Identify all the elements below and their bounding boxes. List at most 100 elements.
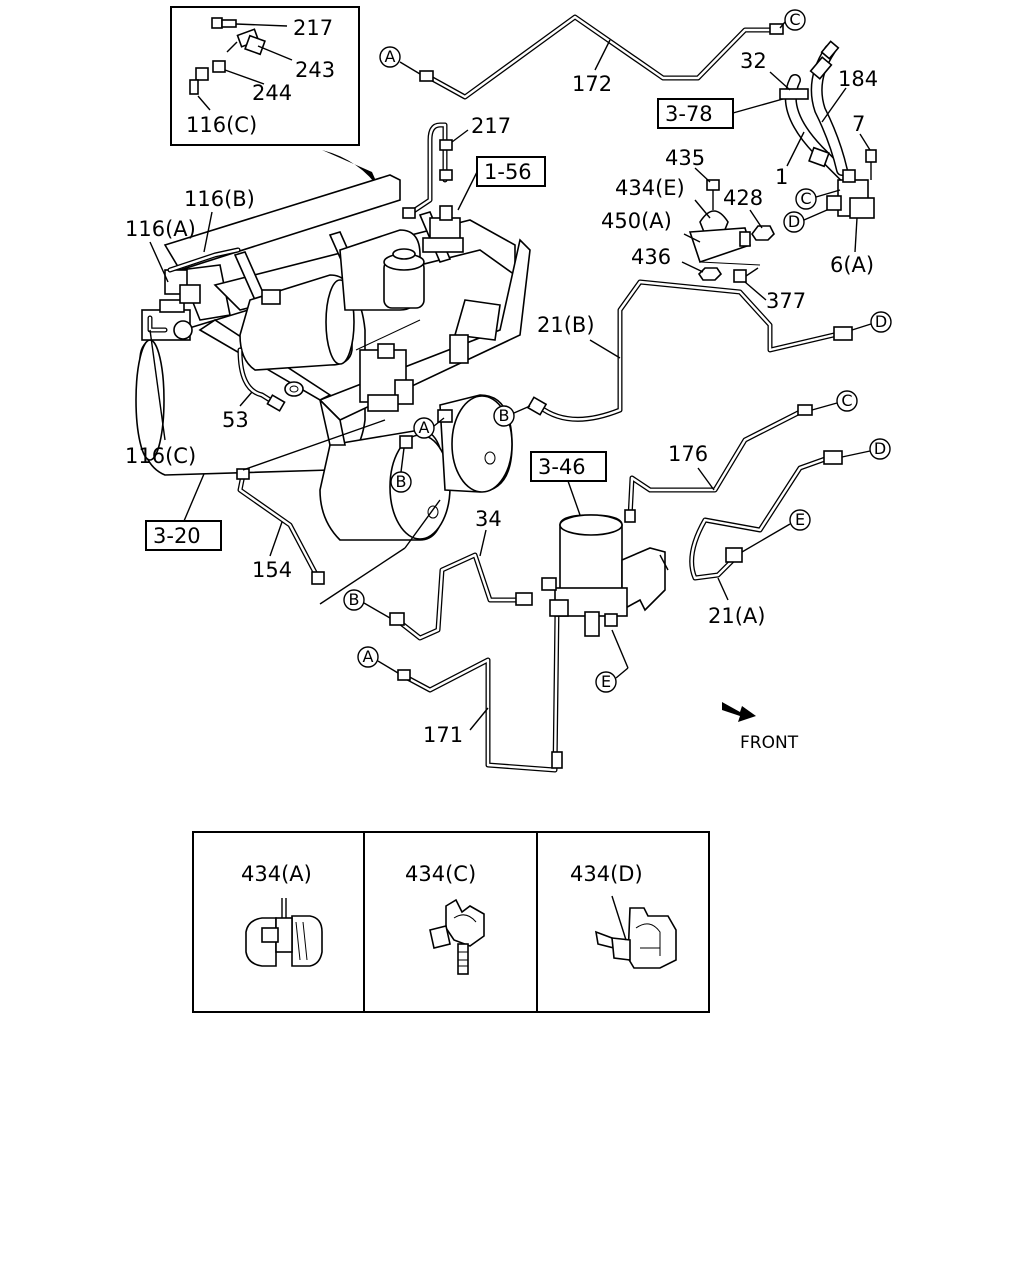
connector-d-valve: D — [783, 209, 828, 233]
label-116a: 116(A) — [125, 217, 196, 241]
elbow-243-icon — [226, 28, 293, 61]
bolt-7-icon — [865, 149, 877, 163]
pipe-34 — [389, 552, 533, 641]
pipe-21a — [689, 450, 843, 581]
nut-244-icon — [212, 60, 265, 85]
dryer-bracket — [621, 547, 666, 612]
front-indicator: FRONT — [722, 702, 799, 753]
svg-text:A: A — [419, 418, 430, 437]
valve-6a — [826, 149, 877, 219]
bolt-377-icon — [733, 269, 747, 283]
nut-428-icon — [751, 225, 775, 241]
clip-434c-cell: 434(C) — [405, 862, 485, 975]
clip-434c-label: 434(C) — [405, 862, 476, 886]
clip-434a-label: 434(A) — [241, 862, 312, 886]
grommet — [284, 381, 304, 397]
svg-text:A: A — [385, 47, 396, 66]
connector-c-valve: C — [795, 188, 841, 210]
svg-text:C: C — [841, 391, 852, 410]
label-7: 7 — [852, 112, 865, 136]
inset-label-244: 244 — [252, 81, 292, 105]
label-428: 428 — [723, 186, 763, 210]
label-34: 34 — [475, 507, 502, 531]
label-450a: 450(A) — [601, 209, 672, 233]
clip-434a-icon — [245, 898, 323, 967]
svg-text:3-46: 3-46 — [538, 455, 586, 479]
ref-box-3-20: 3-20 — [145, 447, 222, 551]
bracket-cluster — [688, 179, 775, 283]
svg-text:D: D — [875, 312, 887, 331]
label-184: 184 — [838, 67, 878, 91]
connector-c-top: C — [779, 9, 806, 31]
label-176: 176 — [668, 442, 708, 466]
label-21a: 21(A) — [708, 604, 765, 628]
label-53: 53 — [222, 408, 249, 432]
inset-label-116c: 116(C) — [186, 113, 257, 137]
hose-assembly-1-184 — [779, 40, 854, 186]
ref-box-1-56: 1-56 — [457, 156, 546, 211]
pipe-154 — [236, 468, 325, 585]
label-435: 435 — [665, 146, 705, 170]
svg-text:1-56: 1-56 — [484, 160, 532, 184]
frame-post-right — [318, 397, 346, 446]
clip-434c-icon — [429, 898, 485, 975]
inset-label-217: 217 — [293, 16, 333, 40]
front-arrow-icon — [722, 702, 756, 722]
label-434e: 434(E) — [615, 176, 685, 200]
front-label: FRONT — [740, 733, 799, 753]
svg-text:B: B — [349, 590, 360, 609]
bolt-217-icon — [211, 17, 288, 29]
svg-text:A: A — [363, 647, 374, 666]
svg-text:B: B — [396, 472, 407, 491]
pipe-176 — [624, 404, 813, 523]
svg-text:D: D — [788, 212, 800, 231]
connector-c-176: C — [811, 390, 858, 412]
connector-e-dryer: E — [595, 629, 629, 693]
connector-d-21a: D — [841, 438, 891, 460]
label-172: 172 — [572, 72, 612, 96]
svg-text:3-78: 3-78 — [665, 102, 713, 126]
clip-434d-cell: 434(D) — [570, 862, 677, 969]
connector-a-frame: A — [413, 417, 445, 439]
connector-b-34: B — [343, 589, 391, 619]
clip-table-frame — [192, 831, 710, 1013]
clip-434d-label: 434(D) — [570, 862, 643, 886]
clip-table: 434(A) 434(C) — [192, 831, 710, 1013]
clamp-32 — [779, 88, 809, 100]
air-dryer-3-46 — [541, 514, 669, 637]
inset-detail: 217 243 244 116(C) — [170, 6, 360, 146]
pipe-217 — [409, 122, 448, 215]
connector-b-frame: B — [390, 447, 412, 493]
label-116c: 116(C) — [125, 444, 196, 468]
label-1: 1 — [775, 165, 788, 189]
label-116b: 116(B) — [184, 187, 255, 211]
pipe-171 — [397, 607, 563, 773]
leader-line — [319, 547, 406, 605]
pipe-end-116c-icon — [189, 67, 211, 111]
svg-text:E: E — [795, 510, 805, 529]
inset-frame — [170, 6, 360, 146]
label-377: 377 — [766, 289, 806, 313]
svg-text:D: D — [874, 439, 886, 458]
clip-434a-cell: 434(A) — [241, 862, 323, 967]
pipe-172 — [419, 14, 784, 100]
connector-e-21a: E — [741, 509, 811, 553]
clip-434d-icon — [594, 895, 677, 969]
label-436: 436 — [631, 245, 671, 269]
connector-a-171: A — [357, 646, 399, 674]
label-32: 32 — [740, 49, 767, 73]
svg-text:B: B — [499, 406, 510, 425]
relay-valve-1-56 — [422, 205, 464, 253]
label-171: 171 — [423, 723, 463, 747]
label-6a: 6(A) — [830, 253, 874, 277]
connector-circles: A C C D D B A — [343, 9, 892, 693]
connector-d-21b: D — [851, 311, 892, 333]
part-labels: 217 172 32 184 7 1 435 434(E) 428 450(A)… — [125, 39, 878, 747]
ref-box-3-78: 3-78 — [657, 96, 791, 129]
svg-text:3-20: 3-20 — [153, 524, 201, 548]
label-154: 154 — [252, 558, 292, 582]
nut-436-icon — [697, 267, 723, 281]
connector-b-21b: B — [493, 405, 531, 427]
